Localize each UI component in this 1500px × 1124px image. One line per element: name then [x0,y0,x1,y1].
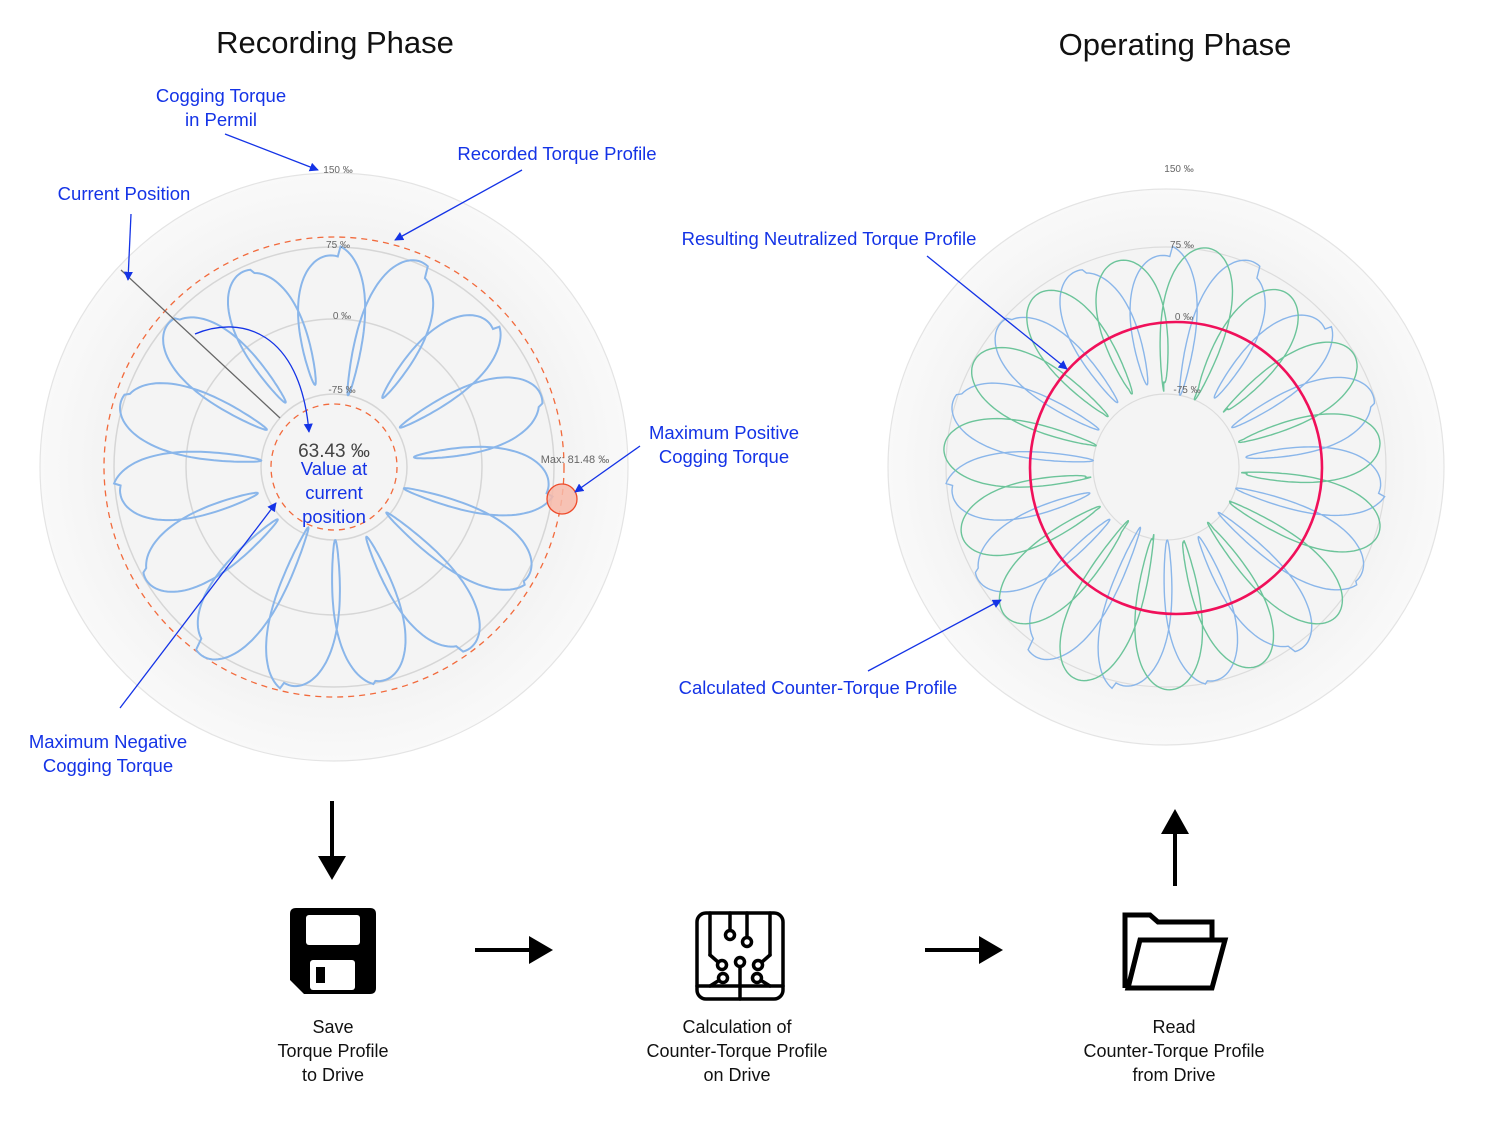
annotation-current-position: Current Position [57,183,191,204]
annotation-max-negative: Maximum Negative Cogging Torque [29,730,187,778]
recording-polar-chart: 150 ‰ 75 ‰ 0 ‰ -75 ‰ Max: 81.48 ‰ 63.43 … [39,165,629,762]
annotation-line: Cogging Torque [155,85,287,106]
annotation-line: Maximum Negative [28,731,188,752]
step-label-line: to Drive [301,1065,364,1085]
ring-75 [113,246,555,688]
arrow-cogging-torque [224,133,319,172]
axis-label-0: 0 ‰ [333,311,351,322]
open-folder-icon [1122,912,1229,991]
step-label-calculate: Calculation of Counter-Torque Profile on… [646,1015,827,1087]
operating-phase-title: Operating Phase [1058,27,1292,62]
axis-label-neg75: -75 ‰ [328,385,355,396]
operating-polar-chart: 150 ‰ 75 ‰ 0 ‰ -75 ‰ [887,164,1445,746]
polar-background [39,172,629,762]
step-label-line: Read [1152,1017,1196,1037]
arrow-recorded-profile [394,169,523,241]
annotation-arrows [119,133,1068,709]
arrow-down-to-save [318,801,346,880]
axis-label-150: 150 ‰ [323,165,352,176]
step-label-line: Counter-Torque Profile [646,1041,828,1061]
annotation-recorded-profile: Recorded Torque Profile [457,143,657,164]
arrow-save-to-calc [475,936,553,964]
recorded-torque-profile [945,245,1386,690]
polar-background [887,188,1445,746]
axis-label-neg75: -75 ‰ [1173,385,1200,396]
annotation-line: in Permil [185,109,257,130]
annotation-neutralized-profile: Resulting Neutralized Torque Profile [681,228,977,249]
ring-75 [945,246,1387,688]
arrow-neutralized [926,255,1068,370]
arrow-max-negative [119,502,277,709]
arrow-counter-profile [867,599,1002,672]
axis-label-75: 75 ‰ [1170,240,1194,251]
step-label-line: Save [312,1017,354,1037]
annotation-line: Cogging Torque [658,446,790,467]
annotation-line: Cogging Torque [42,755,174,776]
workflow-arrows [318,801,1189,964]
arrow-up-to-operating [1161,809,1189,886]
max-negative-limit [270,403,398,531]
annotation-line: Maximum Positive [648,422,800,443]
max-positive-marker[interactable] [546,483,578,515]
arrow-max-positive [574,445,641,493]
current-value-readout: 63.43 ‰ [298,441,370,462]
circuit-board-icon [695,911,785,1001]
annotation-cogging-torque: Cogging Torque in Permil [156,84,286,132]
step-label-line: Counter-Torque Profile [1083,1041,1265,1061]
neutralized-torque-profile [1028,320,1324,616]
step-label-line: on Drive [703,1065,771,1085]
step-label-line: from Drive [1132,1065,1216,1085]
arrow-calc-to-read [925,936,1003,964]
annotation-counter-profile: Calculated Counter-Torque Profile [678,677,958,698]
max-value-label: Max: 81.48 ‰ [541,454,609,466]
axis-label-150: 150 ‰ [1164,164,1193,175]
step-label-read: Read Counter-Torque Profile from Drive [1083,1015,1264,1087]
step-label-line: Calculation of [682,1017,792,1037]
arrow-current-position [123,213,133,281]
recorded-torque-profile [112,245,555,690]
counter-torque-profile [943,247,1381,691]
axis-label-75: 75 ‰ [326,240,350,251]
step-label-save: Save Torque Profile to Drive [277,1015,388,1087]
current-value-note-line1: Value at [301,458,368,479]
axis-label-0: 0 ‰ [1175,312,1193,323]
ring-neg75 [1092,393,1240,541]
current-value-note-line2: current [305,482,363,503]
max-positive-limit [103,236,565,698]
step-label-line: Torque Profile [277,1041,389,1061]
current-position-line [120,269,281,419]
annotation-max-positive: Maximum Positive Cogging Torque [649,421,799,469]
arrow-current-value [194,326,313,433]
recording-phase-title: Recording Phase [216,25,454,60]
current-value-note-line3: position [302,506,366,527]
floppy-disk-icon [290,908,376,994]
